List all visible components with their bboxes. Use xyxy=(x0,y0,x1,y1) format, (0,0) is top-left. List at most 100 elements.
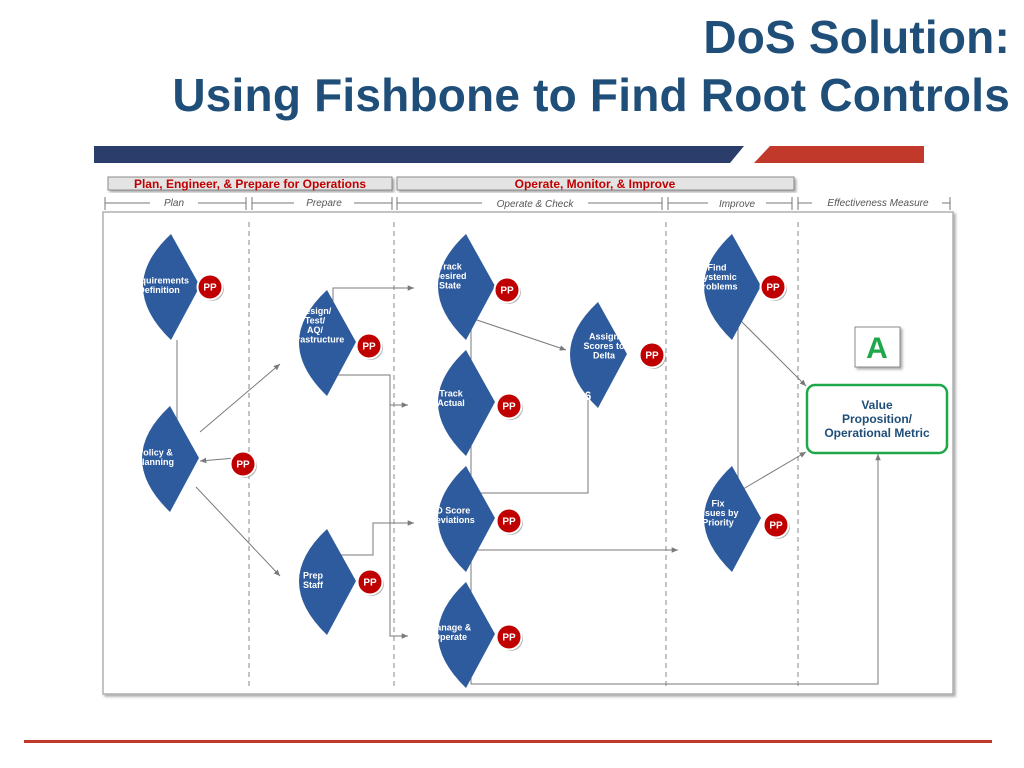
divider-red-segment xyxy=(754,146,924,163)
node-fan-shape xyxy=(704,466,761,572)
node-number: 4 xyxy=(438,553,445,567)
node-label-line: Actual xyxy=(437,398,465,408)
pp-badge-circle xyxy=(229,450,257,478)
node-number: 1 xyxy=(704,314,711,328)
node-label-line: Deviations xyxy=(429,515,475,525)
node-label-line: Fix xyxy=(711,499,724,509)
node-label-line: Scores to xyxy=(583,341,625,351)
node-label-line: Definition xyxy=(138,285,180,295)
pp-badge[interactable]: PP xyxy=(495,507,524,536)
node-label-line: Find xyxy=(708,263,727,273)
node-fan-shape xyxy=(143,234,200,340)
pp-badge[interactable]: PP xyxy=(762,511,791,540)
node-number: 2 xyxy=(702,554,709,568)
edge-10-to-8 xyxy=(199,363,281,433)
pp-badge-label: PP xyxy=(363,578,377,589)
title-divider-bar xyxy=(94,146,924,163)
node-label-line: Test/ xyxy=(305,315,326,325)
node-number: 8 xyxy=(299,376,306,390)
badge-a: A xyxy=(854,326,901,368)
pp-badge[interactable]: PP xyxy=(495,392,524,421)
pp-badge[interactable]: PP xyxy=(355,332,384,361)
pp-badge[interactable]: PP xyxy=(196,273,225,302)
node-fan-shape xyxy=(299,529,356,635)
title-line-1: DoS Solution: xyxy=(703,11,1010,63)
node-number: 3 xyxy=(438,671,445,685)
page-title: DoS Solution: Using Fishbone to Find Roo… xyxy=(172,8,1010,124)
node-label-line: Prep xyxy=(303,570,324,580)
pp-badge[interactable]: PP xyxy=(759,273,788,302)
process-node-3: Manage &Operate 3 PP xyxy=(429,582,523,688)
pp-badge-label: PP xyxy=(362,342,376,353)
node-fan-shape xyxy=(438,582,495,688)
node-label-line: ID Score xyxy=(434,505,471,515)
pp-badge-label: PP xyxy=(769,521,783,532)
subphase-operate-check: Operate & Check xyxy=(396,197,663,210)
pp-badge-label: PP xyxy=(203,283,217,294)
pp-badge-circle xyxy=(638,341,666,369)
pp-badge-circle xyxy=(355,332,383,360)
node-label-line: AQ/ xyxy=(307,325,324,335)
node-label-line: Track xyxy=(439,388,464,398)
node-number: 10 xyxy=(137,494,151,508)
node-fan-shape xyxy=(438,234,495,340)
pp-badge-circle xyxy=(493,276,521,304)
node-label-line: Manage & xyxy=(429,622,472,632)
edge-9-to-4 xyxy=(335,520,414,556)
pp-badge[interactable]: PP xyxy=(229,450,258,479)
process-node-8: Design/Test/AQ/Infrastructure 8 PP xyxy=(286,290,383,396)
subphase-label: Plan xyxy=(164,198,184,209)
node-number: 6 xyxy=(585,389,592,403)
pp-badge-label: PP xyxy=(502,402,516,413)
node-fan-shape xyxy=(704,234,761,340)
node-label-line: Issues by xyxy=(697,508,738,518)
pp-badge[interactable]: PP xyxy=(495,623,524,652)
pp-badge-label: PP xyxy=(236,460,250,471)
phase-header-operate-monitor-improve: Operate, Monitor, & Improve xyxy=(396,176,795,191)
node-number: 5 xyxy=(438,436,445,450)
edge-2-to-value xyxy=(737,451,807,493)
node-label-line: Staff xyxy=(303,580,324,590)
pp-badge[interactable]: PP xyxy=(493,276,522,305)
node-label-line: Infrastructure xyxy=(286,334,345,344)
node-number: 11 xyxy=(139,316,152,330)
pp-badge-circle xyxy=(759,273,787,301)
pp-badge-circle xyxy=(495,507,523,535)
pp-badge-circle xyxy=(495,623,523,651)
node-fan-shape xyxy=(438,466,495,572)
node-fan-shape xyxy=(142,406,199,512)
phase-header-label: Plan, Engineer, & Prepare for Operations xyxy=(134,177,366,191)
pp-badge[interactable]: PP xyxy=(356,568,385,597)
value-line-3: Operational Metric xyxy=(824,426,930,440)
value-line-2: Proposition/ xyxy=(842,412,913,426)
node-label-line: Desired xyxy=(433,271,466,281)
value-line-1: Value xyxy=(861,398,893,412)
pp-badge[interactable]: PP xyxy=(638,341,667,370)
pp-badge-circle xyxy=(196,273,224,301)
node-number: 7 xyxy=(437,316,444,330)
node-label-line: Operate xyxy=(433,632,467,642)
subphase-prepare: Prepare xyxy=(251,197,393,210)
node-fan-shape xyxy=(570,302,627,408)
footer-rule xyxy=(24,740,992,743)
edge-6-to-4 xyxy=(473,400,589,496)
pp-badge-circle xyxy=(762,511,790,539)
pp-badge-label: PP xyxy=(502,633,516,644)
node-number: 9 xyxy=(299,616,306,630)
node-label-line: Track xyxy=(438,262,463,272)
subphase-effectiveness-measure: Effectiveness Measure xyxy=(797,197,951,210)
subphase-label: Effectiveness Measure xyxy=(827,198,929,209)
node-label-line: Requirements xyxy=(129,275,189,285)
edge-8-to-3 xyxy=(333,374,408,639)
node-label-line: Design/ xyxy=(299,306,332,316)
node-label-line: State xyxy=(439,281,461,291)
pp-badge-label: PP xyxy=(766,283,780,294)
phase-header-label: Operate, Monitor, & Improve xyxy=(515,177,676,191)
edge-7-to-6 xyxy=(470,317,567,351)
